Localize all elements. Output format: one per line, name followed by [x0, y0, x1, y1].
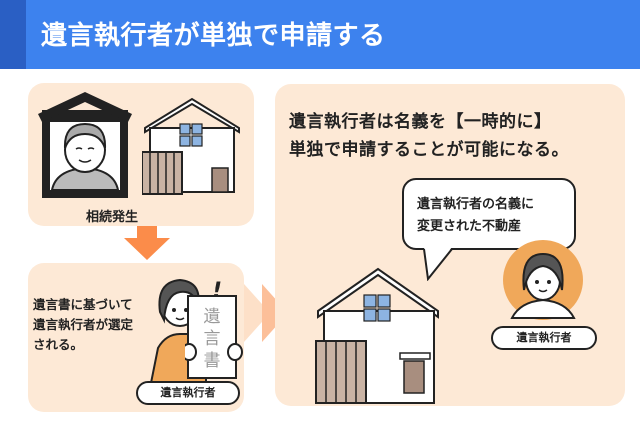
- executor-label-right: 遺言執行者: [491, 326, 597, 350]
- header-bar: 遺言執行者が単独で申請する: [0, 0, 640, 69]
- speech-bubble-tail: [423, 247, 453, 281]
- svg-text:言: 言: [204, 329, 221, 349]
- step1-caption: 相続発生: [86, 210, 139, 225]
- page-title: 遺言執行者が単独で申請する: [41, 21, 386, 51]
- header-accent: [0, 0, 26, 69]
- step2-text: 遺言書に基づいて 遺言執行者が選定 される。: [33, 297, 134, 352]
- memorial-portrait-icon: [38, 92, 132, 198]
- house-icon: [142, 97, 240, 195]
- executor-label: 遺言執行者: [136, 381, 240, 405]
- svg-text:書: 書: [204, 351, 221, 371]
- step3-main-text: 遺言執行者は名義を【一時的に】 単独で申請することが可能になる。: [289, 112, 569, 160]
- will-document-icon: 遺 言 書: [185, 295, 243, 379]
- speech-bubble: [402, 178, 576, 250]
- svg-text:!: !: [212, 279, 222, 304]
- arrow-down-icon: [124, 226, 170, 260]
- house-icon-large: [315, 267, 439, 404]
- speech-bubble-text: 遺言執行者の名義に 変更された不動産: [417, 197, 535, 234]
- executor-avatar-icon: [503, 240, 583, 320]
- svg-text:遺: 遺: [204, 307, 221, 327]
